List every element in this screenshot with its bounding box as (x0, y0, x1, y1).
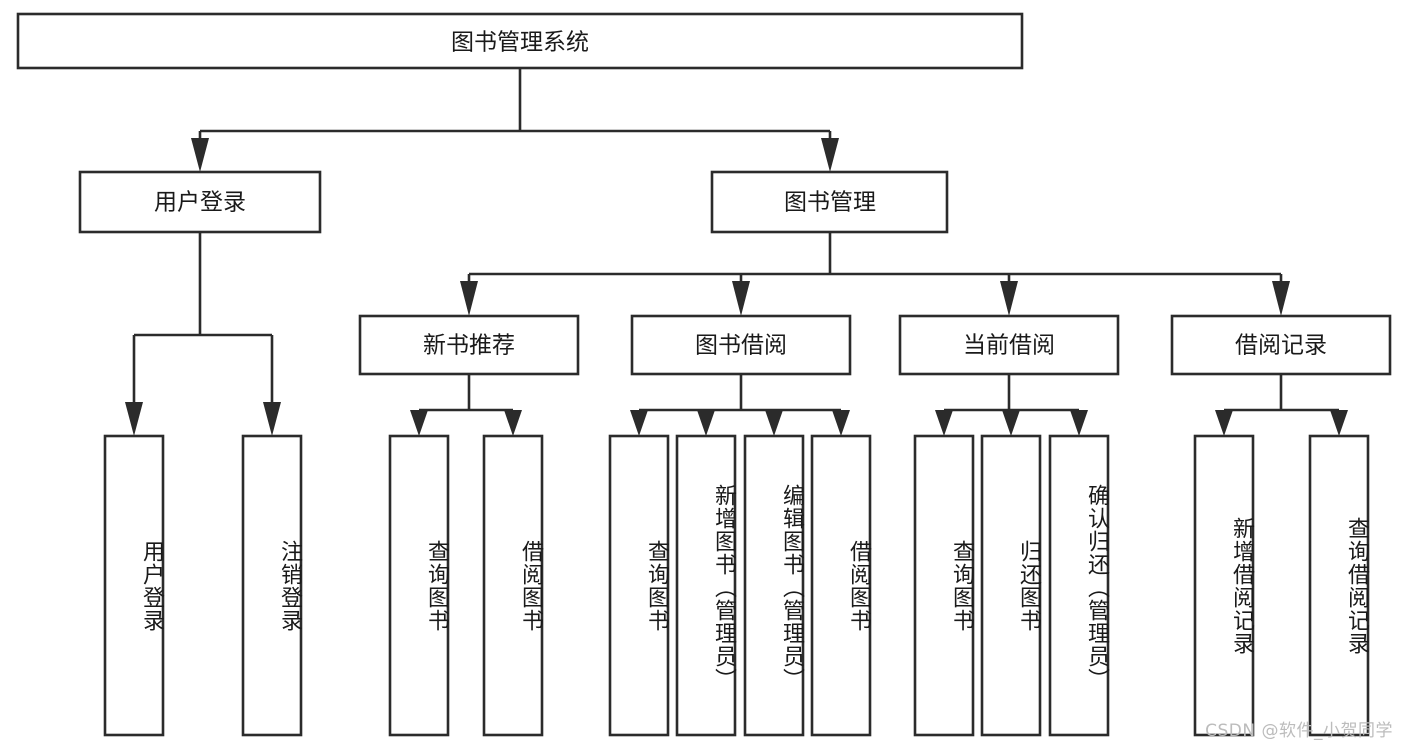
arrowhead-leaf-query-record (1330, 410, 1348, 436)
arrowhead-new-book-rec (460, 281, 478, 316)
arrowhead-leaf-borrow-book-1 (504, 410, 522, 436)
arrowhead-leaf-return-book (1002, 410, 1020, 436)
csdn-watermark: CSDN @软件_小贺同学 (1205, 721, 1393, 741)
node-new-book-rec[interactable]: 新书推荐 (358, 314, 580, 376)
arrowhead-leaf-user-login (125, 402, 143, 436)
arrowhead-book-manage (821, 138, 839, 172)
node-borrow-record[interactable]: 借阅记录 (1170, 314, 1392, 376)
node-user-login-box[interactable] (78, 170, 322, 234)
leaf-box-borrow-book-1[interactable] (482, 434, 544, 737)
node-book-borrow-label: 图书借阅 (695, 333, 787, 359)
leaf-box-confirm-return[interactable] (1048, 434, 1110, 737)
arrowhead-leaf-add-book (697, 410, 715, 436)
arrowhead-borrow-record (1272, 281, 1290, 316)
arrowhead-leaf-query-book-3 (935, 410, 953, 436)
node-book-borrow[interactable]: 图书借阅 (630, 314, 852, 376)
node-book-manage[interactable]: 图书管理 (710, 170, 949, 234)
arrowhead-current-borrow (1000, 281, 1018, 316)
leaf-box-query-record[interactable] (1308, 434, 1370, 737)
node-borrow-record-box[interactable] (1170, 314, 1392, 376)
leaf-box-layer (103, 434, 1370, 737)
arrowhead-leaf-edit-book (765, 410, 783, 436)
leaf-box-edit-book[interactable] (743, 434, 805, 737)
arrowhead-leaf-add-record (1215, 410, 1233, 436)
node-new-book-rec-box[interactable] (358, 314, 580, 376)
connector-layer (125, 68, 1348, 436)
leaf-box-query-book-1[interactable] (388, 434, 450, 737)
leaf-box-query-book-3[interactable] (913, 434, 975, 737)
leaf-box-add-record[interactable] (1193, 434, 1255, 737)
leaf-box-query-book-2[interactable] (608, 434, 670, 737)
node-root-label: 图书管理系统 (451, 30, 589, 56)
arrowhead-leaf-confirm-return (1070, 410, 1088, 436)
node-book-borrow-box[interactable] (630, 314, 852, 376)
node-new-book-rec-label: 新书推荐 (423, 333, 515, 359)
leaf-box-return-book[interactable] (980, 434, 1042, 737)
node-root-box[interactable] (16, 12, 1024, 70)
node-user-login-label: 用户登录 (154, 190, 246, 216)
node-current-borrow-box[interactable] (898, 314, 1120, 376)
node-borrow-record-label: 借阅记录 (1235, 333, 1327, 359)
node-user-login[interactable]: 用户登录 (78, 170, 322, 234)
arrowhead-leaf-query-book-2 (630, 410, 648, 436)
node-current-borrow[interactable]: 当前借阅 (898, 314, 1120, 376)
arrowhead-book-borrow (732, 281, 750, 316)
node-root[interactable]: 图书管理系统 (16, 12, 1024, 70)
arrowhead-leaf-query-book-1 (410, 410, 428, 436)
leaf-box-logout[interactable] (241, 434, 303, 737)
node-book-manage-box[interactable] (710, 170, 949, 234)
arrowhead-leaf-borrow-book-2 (832, 410, 850, 436)
leaf-box-borrow-book-2[interactable] (810, 434, 872, 737)
leaf-box-add-book[interactable] (675, 434, 737, 737)
leaf-box-user-login[interactable] (103, 434, 165, 737)
node-current-borrow-label: 当前借阅 (963, 333, 1055, 359)
node-book-manage-label: 图书管理 (784, 190, 876, 216)
arrowhead-leaf-logout (263, 402, 281, 436)
arrowhead-user-login (191, 138, 209, 172)
